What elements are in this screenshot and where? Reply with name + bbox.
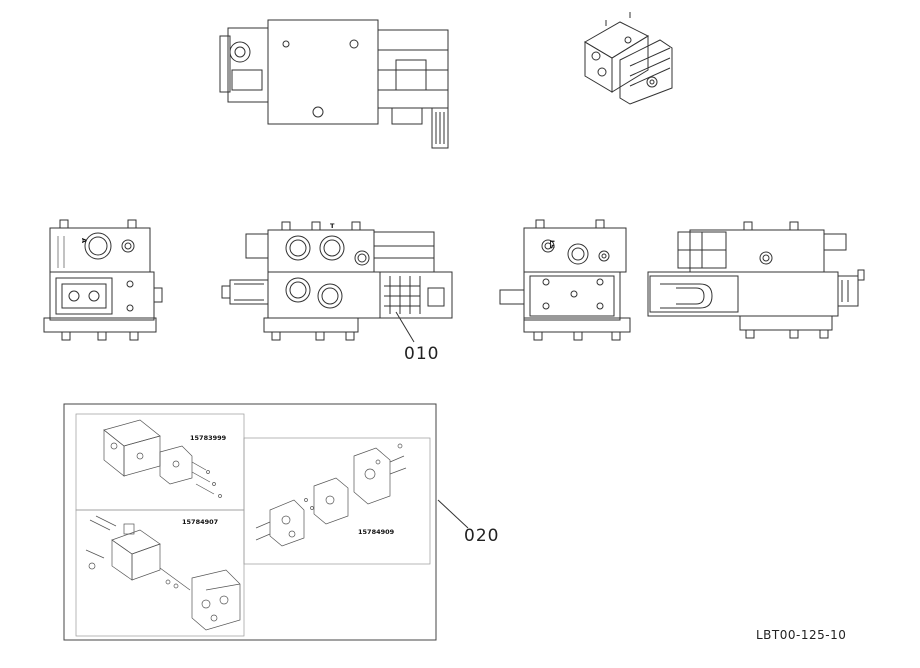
kit-c-exploded-sketch xyxy=(255,443,407,547)
svg-text:LS: LS xyxy=(548,240,556,249)
valve-top-view xyxy=(219,19,449,149)
leader-line-020 xyxy=(437,499,469,529)
view-annotations: A T LS xyxy=(80,222,556,249)
kit-b-label: 15784907 xyxy=(182,518,218,526)
valve-right-side-view xyxy=(499,219,631,341)
kit-c-label: 15784909 xyxy=(358,528,395,536)
kit-a-label: 15783999 xyxy=(190,434,227,442)
kit-detail-frame xyxy=(63,403,437,641)
valve-isometric-view xyxy=(584,12,673,105)
valve-front-view xyxy=(221,221,453,343)
kit-a-exploded-sketch xyxy=(103,419,222,498)
valve-left-side-view xyxy=(43,219,163,341)
svg-text:T: T xyxy=(330,222,335,230)
kit-b-exploded-sketch xyxy=(85,515,241,631)
valve-rear-view xyxy=(647,221,865,339)
drawing-id: LBT00-125-10 xyxy=(756,628,847,642)
svg-text:A: A xyxy=(80,238,88,243)
callout-010: 010 xyxy=(404,344,440,364)
callout-020: 020 xyxy=(464,526,500,546)
